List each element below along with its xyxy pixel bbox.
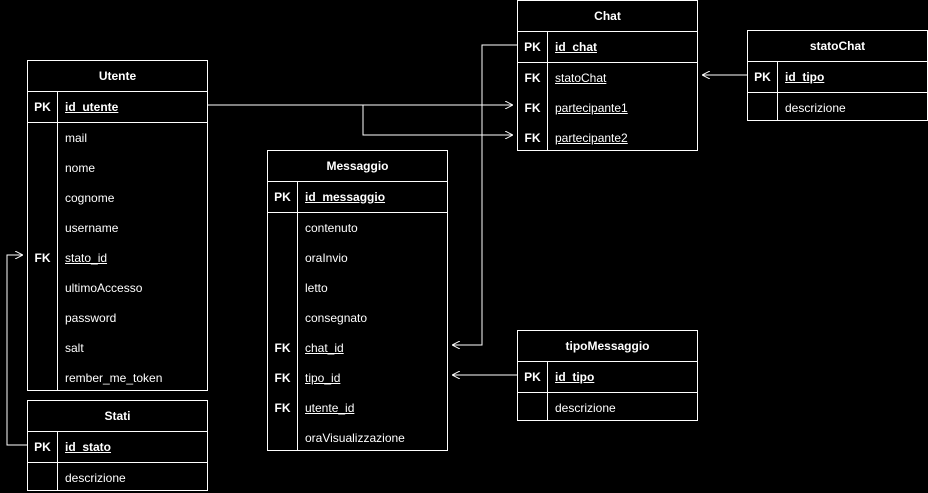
field-name: id_messaggio <box>305 190 386 204</box>
field-name: oraInvio <box>305 251 348 265</box>
row-statochat: FK statoChat <box>518 63 697 93</box>
field-name: partecipante1 <box>555 101 628 115</box>
row-id-tipo: PK id_tipo <box>518 362 697 393</box>
row-oravisualizzazione: oraVisualizzazione <box>268 423 447 453</box>
row-partecipante2: FK partecipante2 <box>518 123 697 153</box>
row-utente-id: FK utente_id <box>268 393 447 423</box>
field-name: descrizione <box>785 101 846 115</box>
row-id-utente: PK id_utente <box>28 92 207 123</box>
field-name: id_utente <box>65 100 119 114</box>
row-cognome: cognome <box>28 183 207 213</box>
field-name: id_tipo <box>555 370 595 384</box>
row-rember-me-token: rember_me_token <box>28 363 207 393</box>
field-name: letto <box>305 281 328 295</box>
field-name: statoChat <box>555 71 607 85</box>
key-column-divider <box>547 361 548 420</box>
field-name: stato_id <box>65 251 108 265</box>
field-name: consegnato <box>305 311 368 325</box>
fk-label: FK <box>274 401 291 415</box>
key-column-divider <box>547 31 548 150</box>
entity-title: Utente <box>28 61 207 92</box>
pk-label: PK <box>274 190 291 204</box>
key-column-divider <box>57 91 58 390</box>
pk-label: PK <box>524 40 541 54</box>
field-name: rember_me_token <box>65 371 163 385</box>
field-name: descrizione <box>555 401 616 415</box>
row-partecipante1: FK partecipante1 <box>518 93 697 123</box>
entity-title: Chat <box>518 1 697 32</box>
field-name: id_tipo <box>785 70 825 84</box>
pk-label: PK <box>34 440 51 454</box>
key-column-divider <box>57 431 58 490</box>
row-descrizione: descrizione <box>28 463 207 493</box>
field-name: oraVisualizzazione <box>305 431 405 445</box>
row-nome: nome <box>28 153 207 183</box>
field-name: tipo_id <box>305 371 341 385</box>
row-id-stato: PK id_stato <box>28 432 207 463</box>
row-stato-id: FK stato_id <box>28 243 207 273</box>
row-username: username <box>28 213 207 243</box>
row-descrizione: descrizione <box>518 393 697 423</box>
field-name: username <box>65 221 119 235</box>
pk-label: PK <box>754 70 771 84</box>
fk-label: FK <box>524 101 541 115</box>
entity-title: statoChat <box>748 31 927 62</box>
entity-messaggio[interactable]: Messaggio PK id_messaggio contenuto oraI… <box>267 150 448 451</box>
field-name: partecipante2 <box>555 131 628 145</box>
entity-title: Messaggio <box>268 151 447 182</box>
pk-label: PK <box>34 100 51 114</box>
row-letto: letto <box>268 273 447 303</box>
row-descrizione: descrizione <box>748 93 927 123</box>
field-name: ultimoAccesso <box>65 281 143 295</box>
field-name: contenuto <box>305 221 358 235</box>
fk-label: FK <box>524 71 541 85</box>
row-consegnato: consegnato <box>268 303 447 333</box>
field-name: id_chat <box>555 40 598 54</box>
row-id-chat: PK id_chat <box>518 32 697 63</box>
field-name: id_stato <box>65 440 112 454</box>
key-column-divider <box>297 181 298 450</box>
field-name: utente_id <box>305 401 355 415</box>
row-salt: salt <box>28 333 207 363</box>
entity-chat[interactable]: Chat PK id_chat FK statoChat FK partecip… <box>517 0 698 151</box>
field-name: chat_id <box>305 341 344 355</box>
row-id-messaggio: PK id_messaggio <box>268 182 447 213</box>
row-orainvio: oraInvio <box>268 243 447 273</box>
pk-label: PK <box>524 370 541 384</box>
row-contenuto: contenuto <box>268 213 447 243</box>
entity-statochat[interactable]: statoChat PK id_tipo descrizione <box>747 30 928 121</box>
entity-stati[interactable]: Stati PK id_stato descrizione <box>27 400 208 491</box>
field-name: cognome <box>65 191 115 205</box>
field-name: descrizione <box>65 471 126 485</box>
entity-utente[interactable]: Utente PK id_utente mail nome cognome us… <box>27 60 208 391</box>
fk-label: FK <box>274 341 291 355</box>
link-utente-partecipante2 <box>362 105 512 135</box>
row-tipo-id: FK tipo_id <box>268 363 447 393</box>
field-name: password <box>65 311 117 325</box>
entity-title: Stati <box>28 401 207 432</box>
field-name: nome <box>65 161 96 175</box>
row-chat-id: FK chat_id <box>268 333 447 363</box>
field-name: mail <box>65 131 88 145</box>
fk-label: FK <box>34 251 51 265</box>
entity-title: tipoMessaggio <box>518 331 697 362</box>
link-chat-messaggio <box>453 44 517 345</box>
key-column-divider <box>777 61 778 120</box>
row-id-tipo: PK id_tipo <box>748 62 927 93</box>
fk-label: FK <box>274 371 291 385</box>
link-stati-utente <box>6 255 27 446</box>
field-name: salt <box>65 341 84 355</box>
row-ultimoaccesso: ultimoAccesso <box>28 273 207 303</box>
fk-label: FK <box>524 131 541 145</box>
row-password: password <box>28 303 207 333</box>
entity-tipomessaggio[interactable]: tipoMessaggio PK id_tipo descrizione <box>517 330 698 421</box>
row-mail: mail <box>28 123 207 153</box>
